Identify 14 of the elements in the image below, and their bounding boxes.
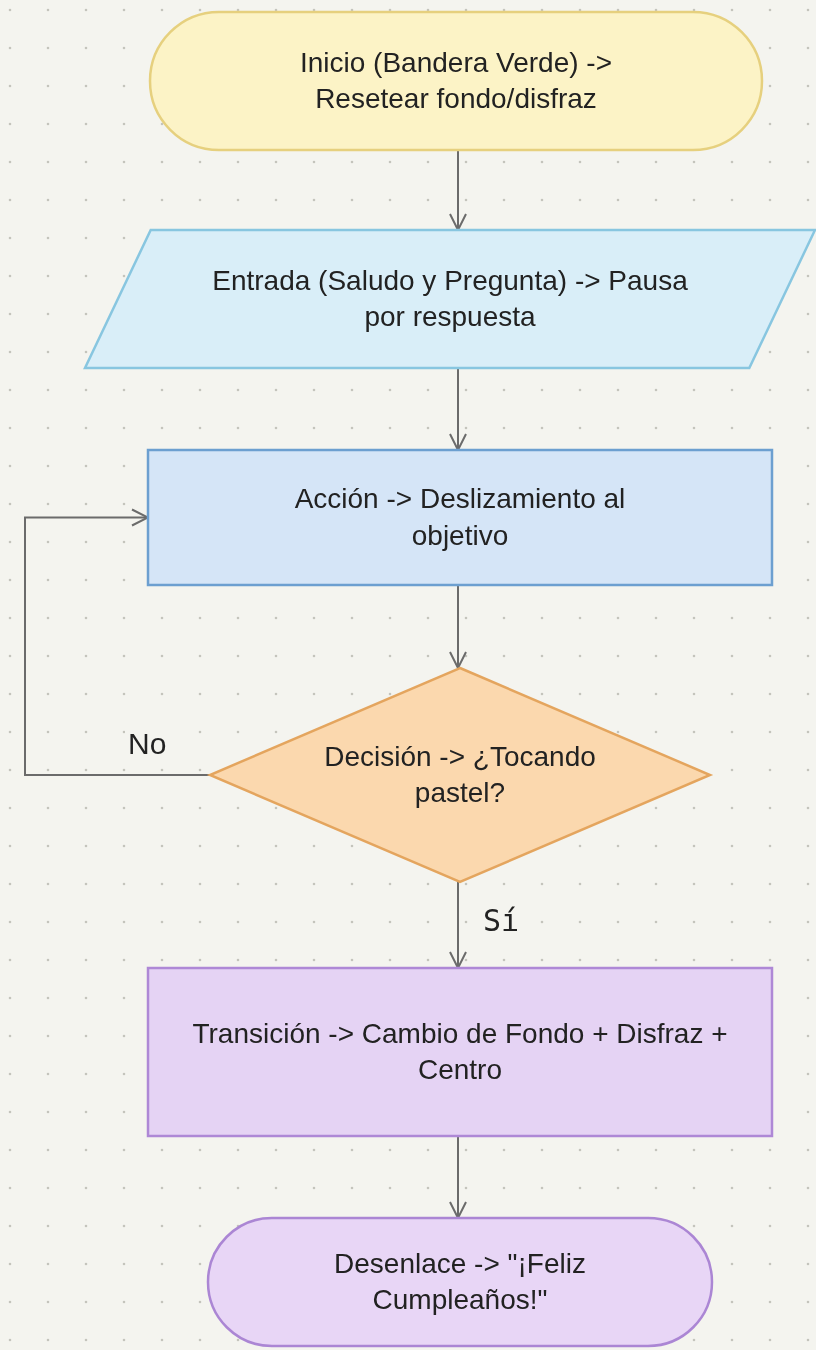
start-terminal (150, 12, 762, 150)
input-parallelogram (85, 230, 815, 368)
node-label: Inicio (Bandera Verde) -> Resetear fondo/disfraz (298, 45, 614, 116)
node-label: Acción -> Deslizamiento al objetivo (293, 482, 627, 553)
arrow (449, 881, 467, 969)
arrow (24, 508, 211, 776)
process-box (148, 450, 772, 585)
process-box (148, 968, 772, 1136)
node-label: Decisión -> ¿Tocando pastel? (323, 739, 597, 810)
end-terminal (208, 1218, 712, 1346)
decision-diamond (210, 668, 710, 882)
node-label: Entrada (Saludo y Pregunta) -> Pausa por respuesta (211, 263, 689, 334)
node-label: Desenlace -> "¡Feliz Cumpleaños!" (333, 1246, 587, 1317)
node-label: Transición -> Cambio de Fondo + Disfraz + Centro (191, 1016, 729, 1087)
